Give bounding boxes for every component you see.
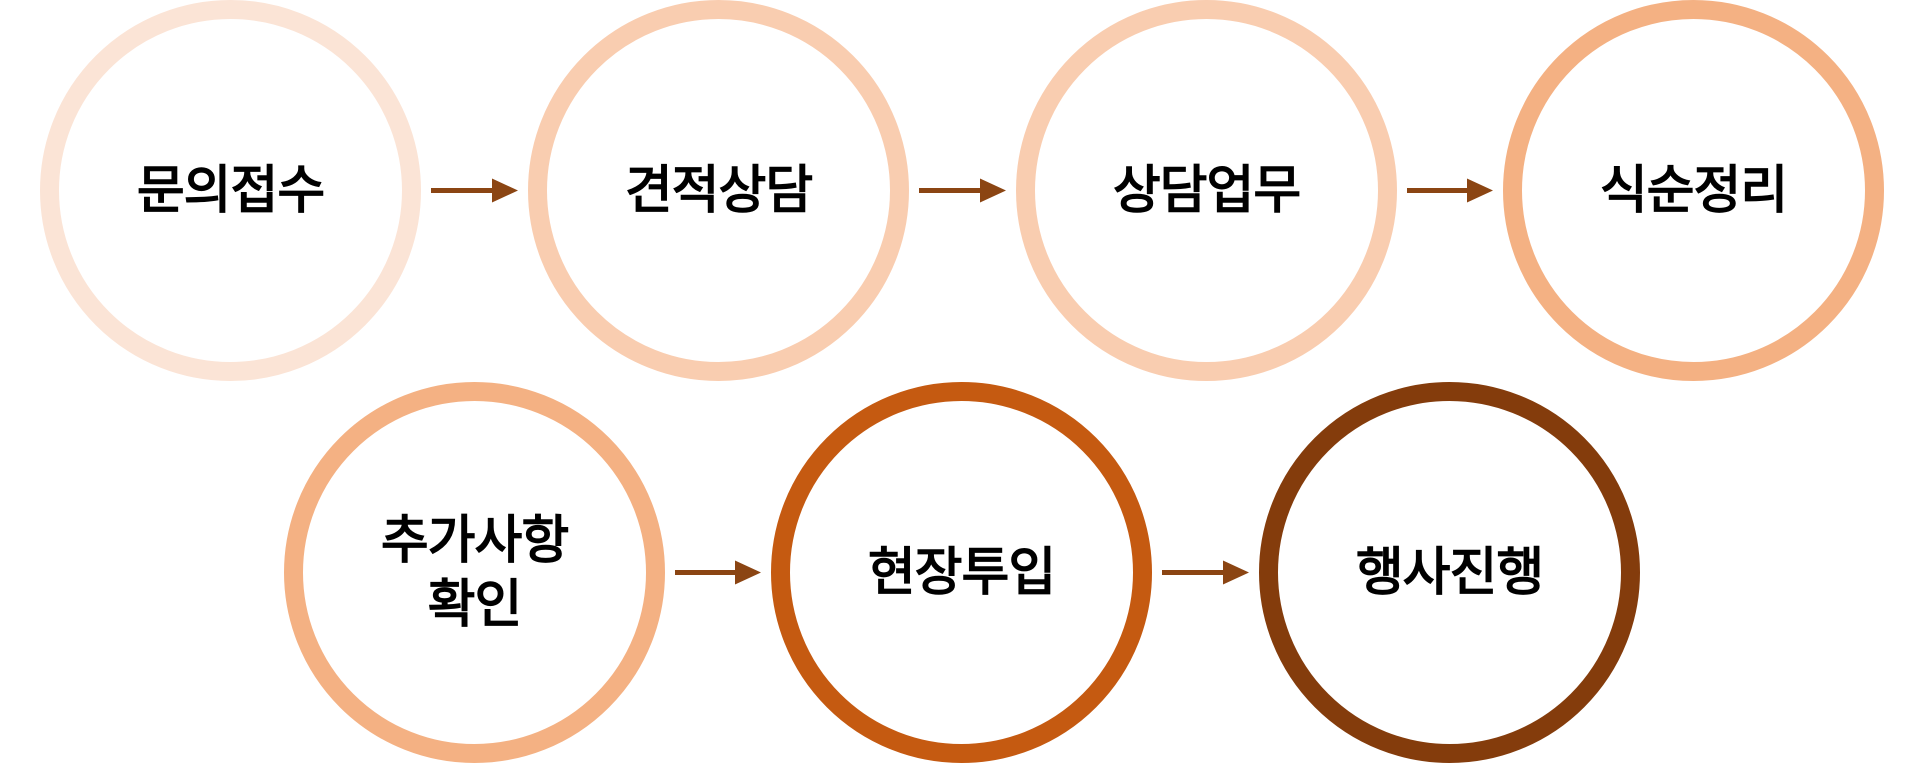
step-onsite-deploy-label: 현장투입 — [867, 542, 1056, 603]
step-ceremony-order-label: 식순정리 — [1599, 160, 1788, 221]
arrow-head-5-to-6 — [735, 560, 761, 585]
step-onsite-deploy-node: 현장투입 — [771, 382, 1152, 763]
arrow-head-3-to-4 — [1467, 178, 1493, 203]
step-additional-check-label: 추가사항 확인 — [380, 510, 569, 635]
step-ceremony-order-node: 식순정리 — [1503, 0, 1884, 381]
step-event-execution-label: 행사진행 — [1355, 542, 1544, 603]
step-estimate-consultation-node: 견적상담 — [528, 0, 909, 381]
arrow-head-6-to-7 — [1223, 560, 1249, 585]
step-consultation-work-label: 상담업무 — [1112, 160, 1301, 221]
step-consultation-work-node: 상담업무 — [1016, 0, 1397, 381]
step-inquiry-node: 문의접수 — [40, 0, 421, 381]
step-inquiry-label: 문의접수 — [136, 160, 325, 221]
step-event-execution-node: 행사진행 — [1259, 382, 1640, 763]
step-estimate-consultation-label: 견적상담 — [624, 160, 813, 221]
arrow-head-1-to-2 — [492, 178, 518, 203]
step-additional-check-node: 추가사항 확인 — [284, 382, 665, 763]
arrow-head-2-to-3 — [980, 178, 1006, 203]
